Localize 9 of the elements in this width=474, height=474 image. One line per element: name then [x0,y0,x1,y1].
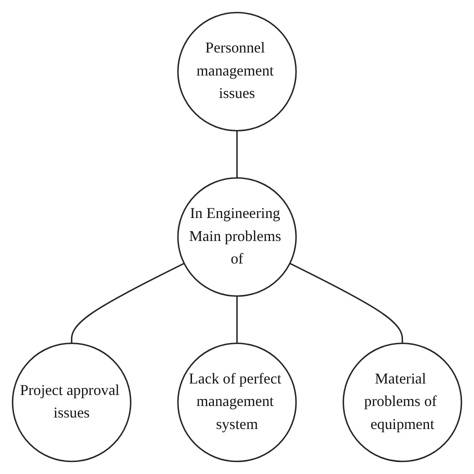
node-circle: In Engineering Main problems of [177,177,297,297]
node-circle: Project approval issues [12,342,132,462]
connector [236,130,238,178]
connector [290,262,404,344]
node-circle: Lack of perfect management system [177,342,297,462]
node-circle: Material problems of equipment [342,342,462,462]
connector [70,262,184,344]
connector [236,296,238,344]
node-circle: Personnel management issues [177,12,297,132]
